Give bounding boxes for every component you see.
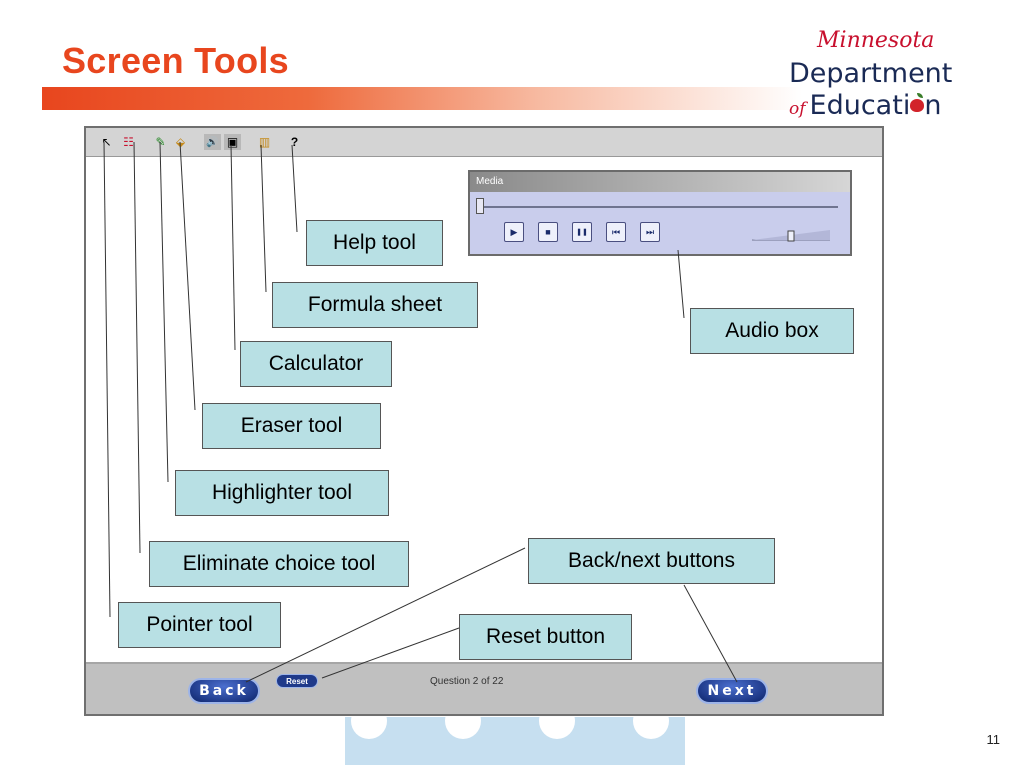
- callout-calculator: Calculator: [240, 341, 392, 387]
- logo-education-text: Educati: [809, 90, 911, 121]
- decorative-circle: [445, 717, 481, 739]
- forward-icon[interactable]: ⏭: [640, 222, 660, 242]
- logo-state-script: Minnesota: [817, 28, 935, 53]
- eraser-tool-icon[interactable]: ⬙: [175, 135, 186, 149]
- highlighter-tool-icon[interactable]: ✎: [155, 135, 166, 149]
- callout-eraser-tool: Eraser tool: [202, 403, 381, 449]
- play-icon[interactable]: ▶: [504, 222, 524, 242]
- back-button[interactable]: Back: [188, 678, 260, 704]
- callout-formula-sheet: Formula sheet: [272, 282, 478, 328]
- callout-eliminate-choice-tool: Eliminate choice tool: [149, 541, 409, 587]
- logo-education-end: n: [924, 90, 942, 121]
- help-tool-icon[interactable]: ?: [290, 135, 299, 149]
- callout-highlighter-tool: Highlighter tool: [175, 470, 389, 516]
- decorative-circle: [539, 717, 575, 739]
- calculator-tool-icon[interactable]: ▣: [224, 134, 241, 150]
- media-progress-track[interactable]: [478, 206, 838, 208]
- pause-icon[interactable]: ❚❚: [572, 222, 592, 242]
- decorative-circles-strip: [345, 717, 685, 765]
- decorative-circle: [633, 717, 669, 739]
- reset-button[interactable]: Reset: [276, 674, 318, 688]
- media-progress-thumb[interactable]: [476, 198, 484, 214]
- media-title: Media: [470, 172, 850, 192]
- title-gradient-bar: [42, 87, 802, 110]
- callout-audio-box: Audio box: [690, 308, 854, 354]
- slide-title: Screen Tools: [62, 40, 290, 81]
- next-button[interactable]: Next: [696, 678, 768, 704]
- stop-icon[interactable]: ■: [538, 222, 558, 242]
- pointer-tool-icon[interactable]: ↖: [101, 135, 112, 149]
- toolbar: ↖ ☷ ✎ ⬙ 🔊 ▣ ▥ ?: [86, 128, 882, 157]
- decorative-circle: [351, 717, 387, 739]
- rewind-icon[interactable]: ⏮: [606, 222, 626, 242]
- audio-media-box: Media ▶ ■ ❚❚ ⏮ ⏭: [468, 170, 852, 256]
- callout-back-next-buttons: Back/next buttons: [528, 538, 775, 584]
- callout-reset-button: Reset button: [459, 614, 632, 660]
- callout-help-tool: Help tool: [306, 220, 443, 266]
- question-counter: Question 2 of 22: [430, 676, 504, 687]
- page-number: 11: [986, 732, 1001, 747]
- logo-of-script: of: [789, 99, 806, 119]
- volume-slider[interactable]: [752, 228, 832, 242]
- apple-icon: [910, 93, 925, 112]
- bottom-navigation-bar: Back Reset Question 2 of 22 Next: [86, 662, 882, 714]
- logo-department: Department: [789, 58, 953, 89]
- callout-pointer-tool: Pointer tool: [118, 602, 281, 648]
- eliminate-choice-tool-icon[interactable]: ☷: [123, 135, 134, 149]
- formula-sheet-tool-icon[interactable]: ▥: [258, 135, 271, 149]
- audio-tool-icon[interactable]: 🔊: [204, 134, 221, 150]
